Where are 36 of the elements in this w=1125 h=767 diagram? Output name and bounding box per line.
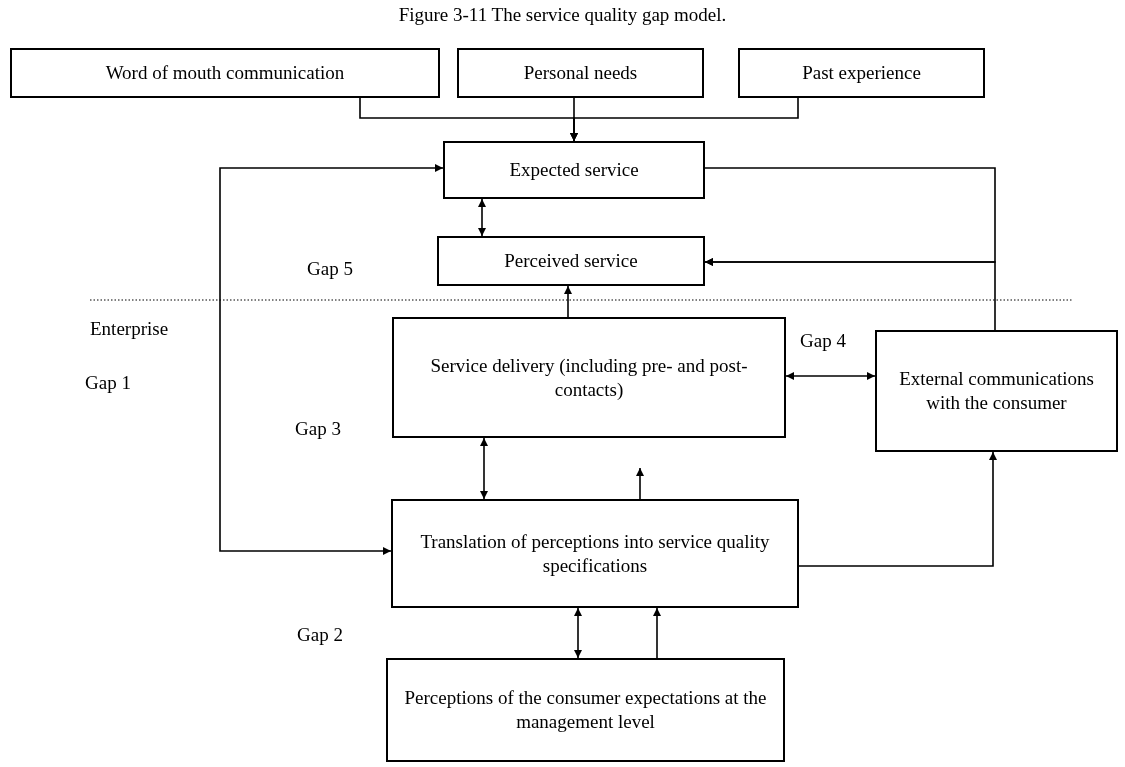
- box-text: Service delivery (including pre- and post-contacts): [429, 353, 749, 402]
- arrow: [704, 258, 996, 331]
- arrow: [574, 607, 582, 659]
- arrow: [785, 372, 876, 380]
- process-box: [10, 48, 440, 98]
- arrow: [480, 437, 488, 500]
- box-text: External communications with the consumer: [898, 367, 1095, 415]
- gap-label: Gap 2: [297, 624, 343, 646]
- arrow: [219, 164, 444, 555]
- process-box: [437, 236, 705, 286]
- process-box: [875, 330, 1118, 452]
- gap-label: Gap 1: [85, 372, 131, 394]
- arrow: [570, 97, 799, 142]
- arrow: [636, 467, 644, 500]
- gap-label: Gap 5: [307, 258, 353, 280]
- box-text: Personal needs: [523, 61, 638, 85]
- region-label: Enterprise: [90, 318, 169, 340]
- arrow: [653, 607, 661, 659]
- arrow: [478, 198, 486, 237]
- arrow: [798, 451, 997, 567]
- arrow: [564, 285, 572, 318]
- gap-label: Gap 4: [800, 330, 846, 352]
- process-box: [457, 48, 704, 98]
- gap-label: Gap 3: [295, 418, 341, 440]
- box-text: Perceptions of the consumer expectations at the management level: [403, 686, 768, 734]
- box-text: Past experience: [802, 61, 921, 85]
- box-text: Expected service: [509, 158, 639, 182]
- process-box: [386, 658, 785, 762]
- figure-title: Figure 3-11 The service quality gap model.: [397, 4, 728, 26]
- process-box: [391, 499, 799, 608]
- process-box: [443, 141, 705, 199]
- box-text: Word of mouth communication: [105, 61, 345, 85]
- process-box: [392, 317, 786, 438]
- box-text: Perceived service: [504, 249, 638, 273]
- process-box: [738, 48, 985, 98]
- box-text: Translation of perceptions into service quality specifications: [419, 529, 771, 578]
